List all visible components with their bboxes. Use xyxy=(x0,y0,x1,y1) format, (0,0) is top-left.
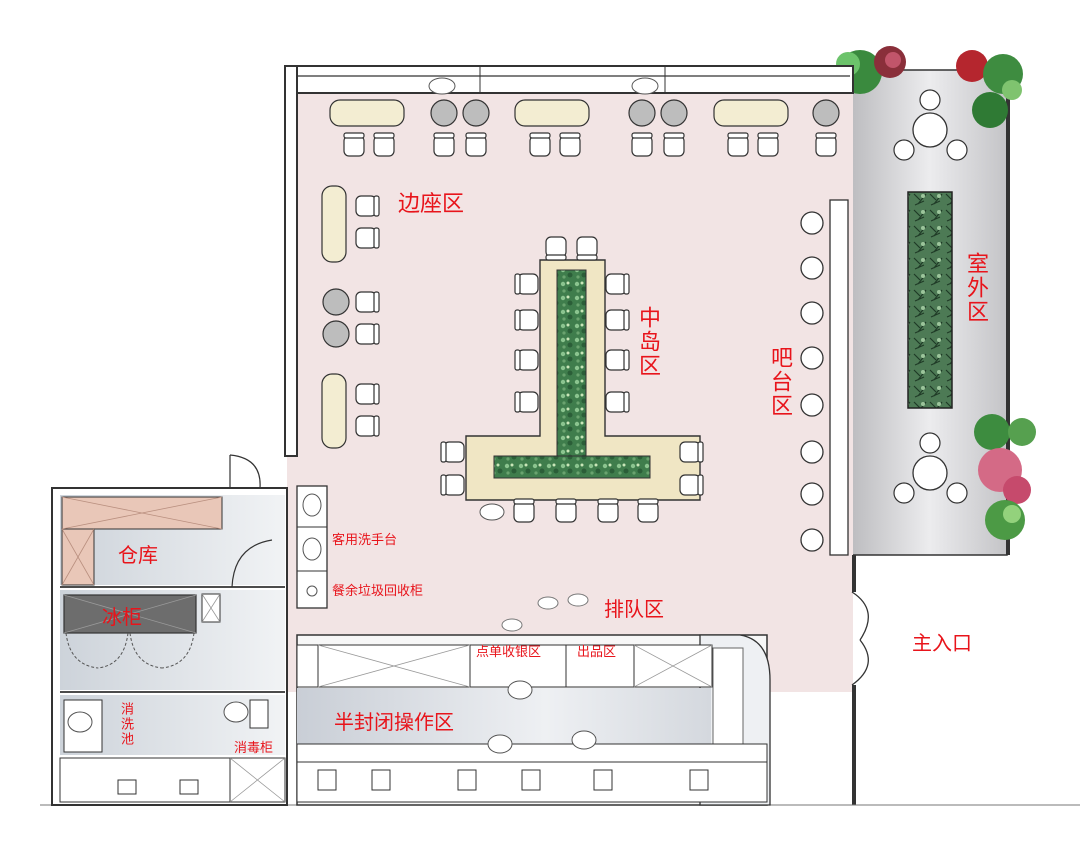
plant-cluster-top-right xyxy=(956,50,1023,128)
island-planter-vertical xyxy=(556,269,587,461)
outdoor-table-bottom xyxy=(893,432,968,504)
label-wash-sink: 消洗池 xyxy=(118,702,133,747)
label-main-entrance: 主入口 xyxy=(912,631,972,655)
label-guest-handwash: 客用洗手台 xyxy=(332,533,398,548)
label-queue: 排队区 xyxy=(604,597,664,621)
label-freezer: 冰柜 xyxy=(102,605,142,629)
label-pickup: 出品区 xyxy=(577,645,617,660)
label-bar: 吧台区 xyxy=(767,346,792,418)
bar-counter xyxy=(800,199,849,556)
outdoor-table-top xyxy=(893,89,968,161)
label-storage: 仓库 xyxy=(118,543,158,567)
label-order-cashier: 点单收银区 xyxy=(476,645,542,660)
operation-area xyxy=(296,634,771,806)
handwash-and-waste xyxy=(296,485,328,609)
left-wall-seating xyxy=(321,185,380,449)
label-center-island: 中岛区 xyxy=(635,306,660,378)
label-waste-bin: 餐余垃圾回收柜 xyxy=(332,584,424,599)
label-side-seating: 边座区 xyxy=(398,192,465,217)
center-island xyxy=(440,236,704,523)
main-entrance-doors xyxy=(851,591,869,686)
label-disinfection-cabinet: 消毒柜 xyxy=(234,741,274,756)
label-operation-area: 半封闭操作区 xyxy=(334,710,454,734)
top-wall-seating xyxy=(329,77,840,157)
outdoor-planter xyxy=(907,191,953,409)
storage-wing xyxy=(51,454,288,806)
outdoor-terrace xyxy=(836,46,1036,556)
queue-markers xyxy=(501,593,589,632)
plant-cluster-bottom-right xyxy=(974,414,1036,540)
island-planter-horizontal xyxy=(493,455,651,479)
label-outdoor: 室外区 xyxy=(963,252,988,324)
